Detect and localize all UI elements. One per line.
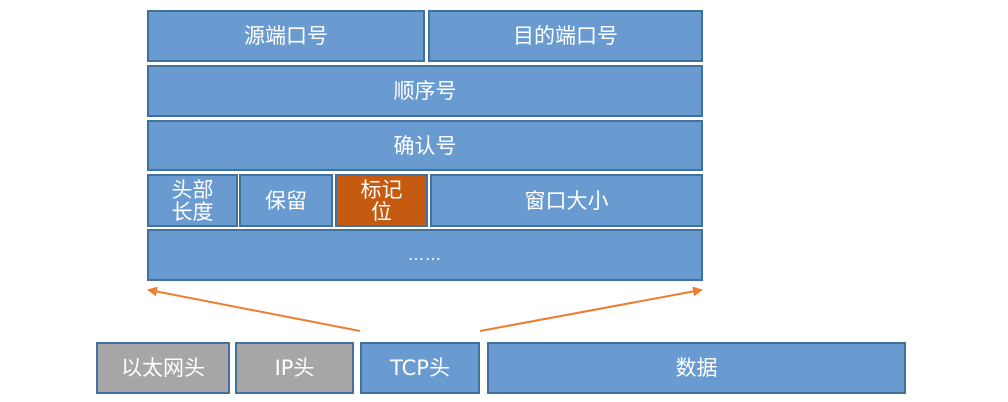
sequence-number-field: 顺序号 — [147, 65, 703, 117]
ethernet-header-block: 以太网头 — [96, 342, 230, 394]
arrow-right — [479, 286, 703, 332]
window-size-field: 窗口大小 — [430, 174, 703, 227]
destination-port-field: 目的端口号 — [428, 10, 703, 62]
data-block: 数据 — [487, 342, 906, 394]
source-port-field: 源端口号 — [147, 10, 425, 62]
flags-field: 标记 位 — [335, 174, 428, 227]
header-length-field: 头部 长度 — [147, 174, 238, 227]
arrow-left — [147, 286, 361, 332]
more-fields-row: …… — [147, 229, 703, 281]
tcp-header-block: TCP头 — [360, 342, 480, 394]
reserved-field: 保留 — [239, 174, 333, 227]
acknowledgment-number-field: 确认号 — [147, 120, 703, 171]
ip-header-block: IP头 — [235, 342, 354, 394]
